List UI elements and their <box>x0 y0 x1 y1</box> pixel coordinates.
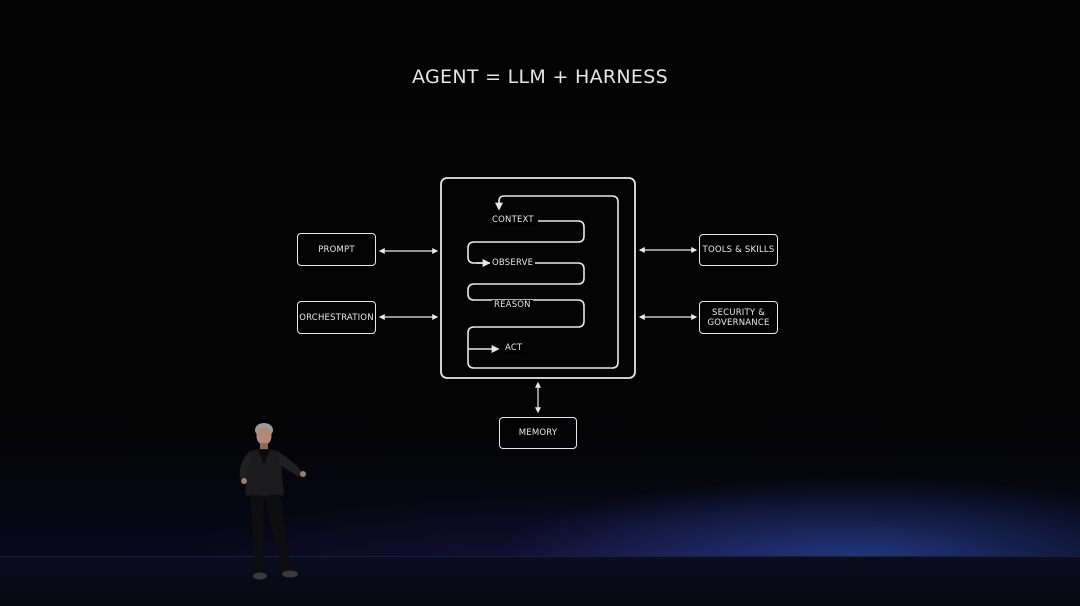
prompt-node: PROMPT <box>297 233 376 266</box>
stage-floor <box>0 556 1080 606</box>
loop-step-observe: OBSERVE <box>490 258 536 268</box>
slide-title: AGENT = LLM + HARNESS <box>412 66 668 88</box>
loop-step-context: CONTEXT <box>490 215 536 225</box>
memory-node: MEMORY <box>499 417 577 449</box>
harness-box <box>440 177 636 379</box>
loop-step-act: ACT <box>503 343 525 353</box>
orchestration-node: ORCHESTRATION <box>297 301 376 334</box>
loop-step-reason: REASON <box>492 300 533 310</box>
security-governance-node: SECURITY & GOVERNANCE <box>699 301 778 334</box>
agent-loop-path <box>467 195 619 369</box>
tools-skills-node: TOOLS & SKILLS <box>699 234 778 266</box>
presenter-figure <box>239 423 306 580</box>
